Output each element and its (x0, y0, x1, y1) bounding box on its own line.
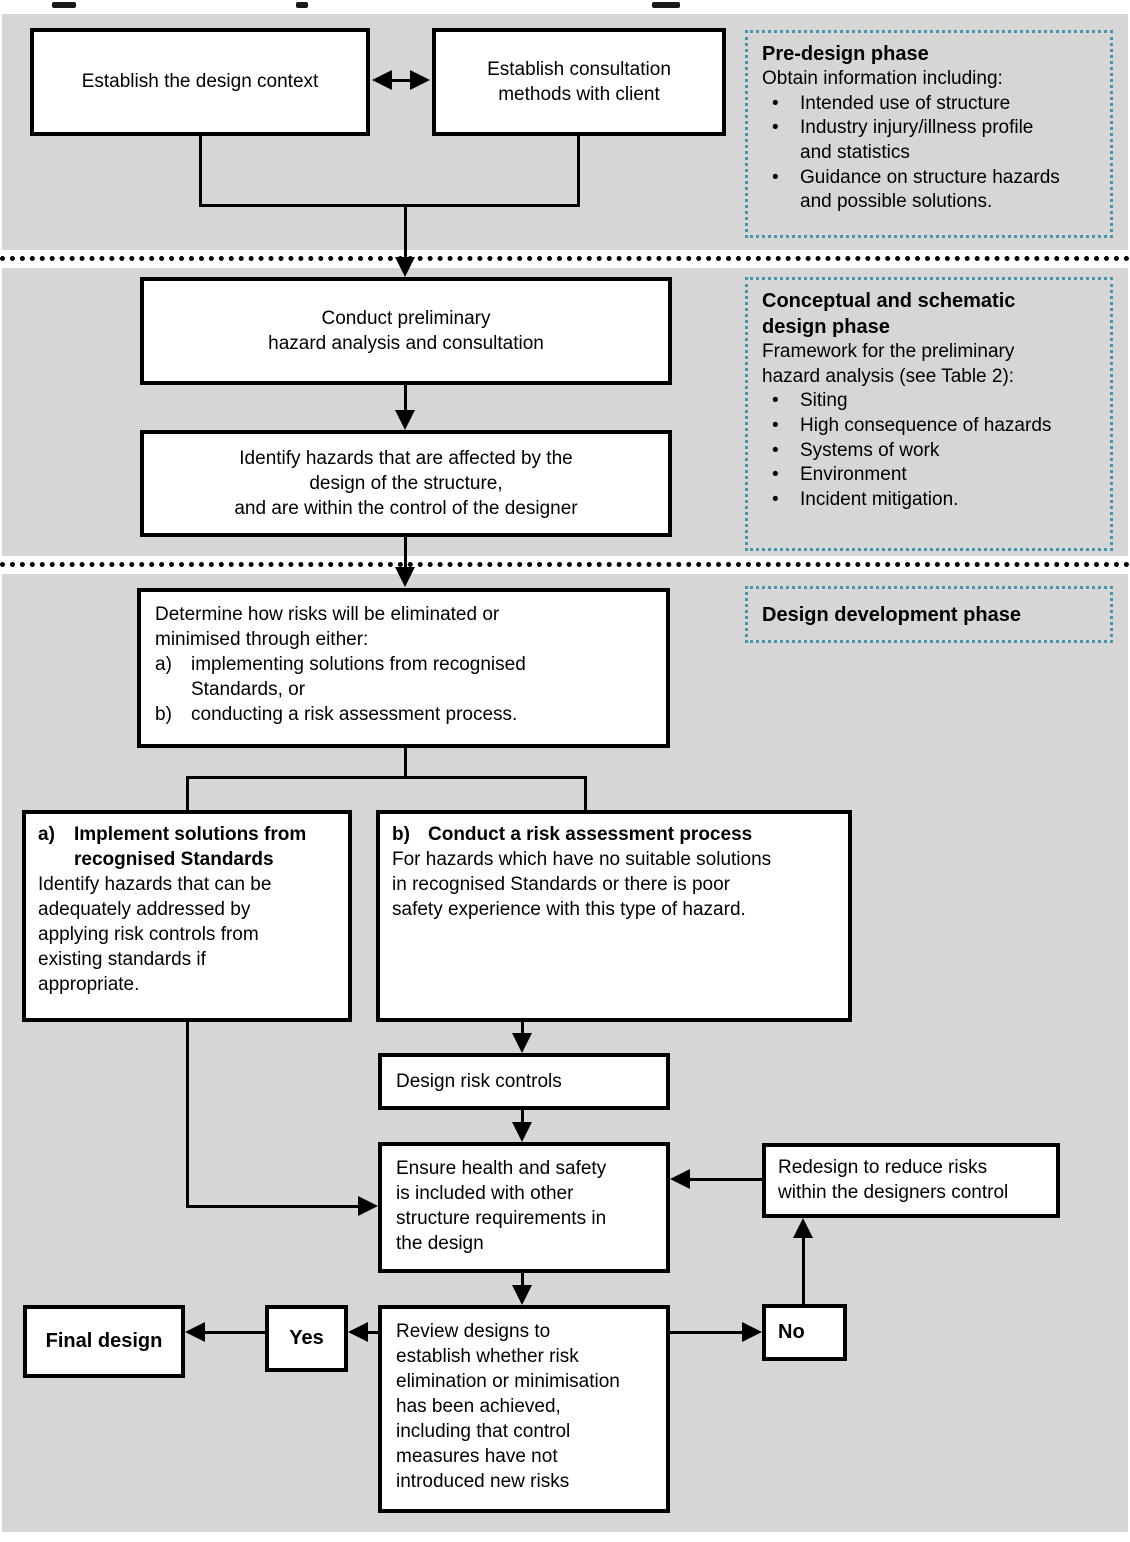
dotted-line (0, 562, 1130, 567)
node-label: Identify hazards that are affected by th… (234, 447, 578, 520)
connector-line (186, 776, 587, 779)
node-conduct-preliminary-hazard-analysis: Conduct preliminary hazard analysis and … (140, 277, 672, 385)
connector-line (584, 776, 587, 812)
bullet-item: High consequence of hazards (762, 414, 1096, 439)
node-determine-risk-elimination: Determine how risks will be eliminated o… (137, 588, 670, 748)
node-establish-consultation: Establish consultation methods with clie… (432, 28, 726, 136)
panel-intro: Obtain information including: (762, 68, 1003, 89)
panel-predesign-phase: Pre-design phase Obtain information incl… (745, 30, 1113, 238)
cropped-text-fragment (296, 2, 308, 8)
bullet-icon (762, 116, 800, 165)
node-review-designs: Review designs to establish whether risk… (378, 1305, 670, 1513)
node-label: No (778, 1321, 805, 1344)
connector-line (670, 1331, 742, 1334)
arrowhead-left (372, 70, 392, 90)
arrowhead-down (512, 1285, 532, 1305)
node-no: No (762, 1304, 847, 1361)
node-identify-hazards: Identify hazards that are affected by th… (140, 430, 672, 537)
connector-line (404, 535, 407, 569)
node-ensure-health-safety: Ensure health and safety is included wit… (378, 1142, 670, 1273)
arrowhead-right (410, 70, 430, 90)
connector-line (203, 1331, 265, 1334)
node-design-risk-controls: Design risk controls (378, 1053, 670, 1110)
arrowhead-left (348, 1322, 368, 1342)
bullet-item: Intended use of structure (762, 92, 1096, 117)
connector-line (366, 1331, 378, 1334)
arrowhead-left (670, 1169, 690, 1189)
cropped-text-fragment (52, 2, 76, 8)
bullet-icon (762, 389, 800, 414)
node-label: Redesign to reduce risks within the desi… (778, 1157, 1009, 1204)
node-redesign-reduce-risks: Redesign to reduce risks within the desi… (762, 1143, 1060, 1218)
bullet-item: Guidance on structure hazards and possib… (762, 166, 1096, 215)
connector-line (199, 204, 580, 207)
connector-line (521, 1271, 524, 1287)
connector-line (388, 79, 414, 82)
bullet-icon (762, 463, 800, 488)
dotted-line (0, 256, 1130, 261)
arrowhead-right (358, 1196, 378, 1216)
bullet-icon (762, 166, 800, 215)
connector-line (521, 1020, 524, 1035)
node-establish-design-context: Establish the design context (30, 28, 370, 136)
panel-development-phase: Design development phase (745, 586, 1113, 643)
connector-line (186, 776, 189, 812)
connector-line (186, 1205, 360, 1208)
node-label: Establish the design context (81, 71, 319, 93)
node-label: Yes (289, 1327, 324, 1350)
panel-conceptual-phase: Conceptual and schematic design phase Fr… (745, 277, 1113, 551)
bullet-icon (762, 414, 800, 439)
connector-line (404, 204, 407, 260)
node-final-design: Final design (23, 1305, 185, 1378)
node-label: Ensure health and safety is included wit… (396, 1158, 607, 1255)
connector-line (688, 1178, 762, 1181)
node-heading: a) Implement solutions from recognised S… (38, 824, 307, 871)
connector-line (186, 1020, 189, 1208)
node-body: For hazards which have no suitable solut… (392, 849, 772, 921)
panel-intro: Framework for the preliminary hazard ana… (762, 341, 1015, 387)
node-conduct-risk-assessment: b) Conduct a risk assessment process For… (376, 810, 852, 1022)
connector-line (199, 134, 202, 207)
connector-line (404, 746, 407, 778)
node-implement-solutions-standards: a) Implement solutions from recognised S… (22, 810, 352, 1022)
node-heading: b) Conduct a risk assessment process (392, 824, 753, 845)
connector-line (521, 1108, 524, 1124)
arrowhead-right (742, 1322, 762, 1342)
arrowhead-down (395, 410, 415, 430)
determine-item-a: a) implementing solutions from recognise… (155, 654, 526, 701)
panel-title: Conceptual and schematic design phase (762, 290, 1016, 338)
arrowhead-left (185, 1322, 205, 1342)
bullet-icon (762, 488, 800, 513)
bullet-item: Systems of work (762, 439, 1096, 464)
bullet-item: Siting (762, 389, 1096, 414)
determine-item-b: b) conducting a risk assessment process. (155, 704, 518, 726)
panel-title: Pre-design phase (762, 43, 929, 65)
phase-divider-2 (0, 556, 1130, 574)
bullet-item: Industry injury/illness profile and stat… (762, 116, 1096, 165)
bullet-item: Environment (762, 463, 1096, 488)
node-body: Identify hazards that can be adequately … (38, 874, 272, 996)
connector-line (802, 1236, 805, 1304)
panel-title: Design development phase (762, 603, 1021, 626)
bullet-icon (762, 92, 800, 117)
node-label: Design risk controls (396, 1070, 562, 1092)
node-label: Final design (45, 1330, 163, 1353)
cropped-text-fragment (652, 2, 680, 8)
arrowhead-down (395, 567, 415, 587)
node-yes: Yes (265, 1305, 348, 1372)
connector-line (577, 134, 580, 207)
bullet-icon (762, 439, 800, 464)
node-label: Conduct preliminary hazard analysis and … (268, 307, 544, 354)
arrowhead-down (512, 1122, 532, 1142)
node-intro: Determine how risks will be eliminated o… (155, 604, 500, 651)
arrowhead-down (512, 1033, 532, 1053)
node-label: Establish consultation methods with clie… (487, 58, 671, 105)
bullet-item: Incident mitigation. (762, 488, 1096, 513)
arrowhead-up (793, 1218, 813, 1238)
node-label: Review designs to establish whether risk… (396, 1321, 620, 1493)
connector-line (404, 383, 407, 412)
arrowhead-down (395, 257, 415, 277)
phase-divider-1 (0, 250, 1130, 268)
